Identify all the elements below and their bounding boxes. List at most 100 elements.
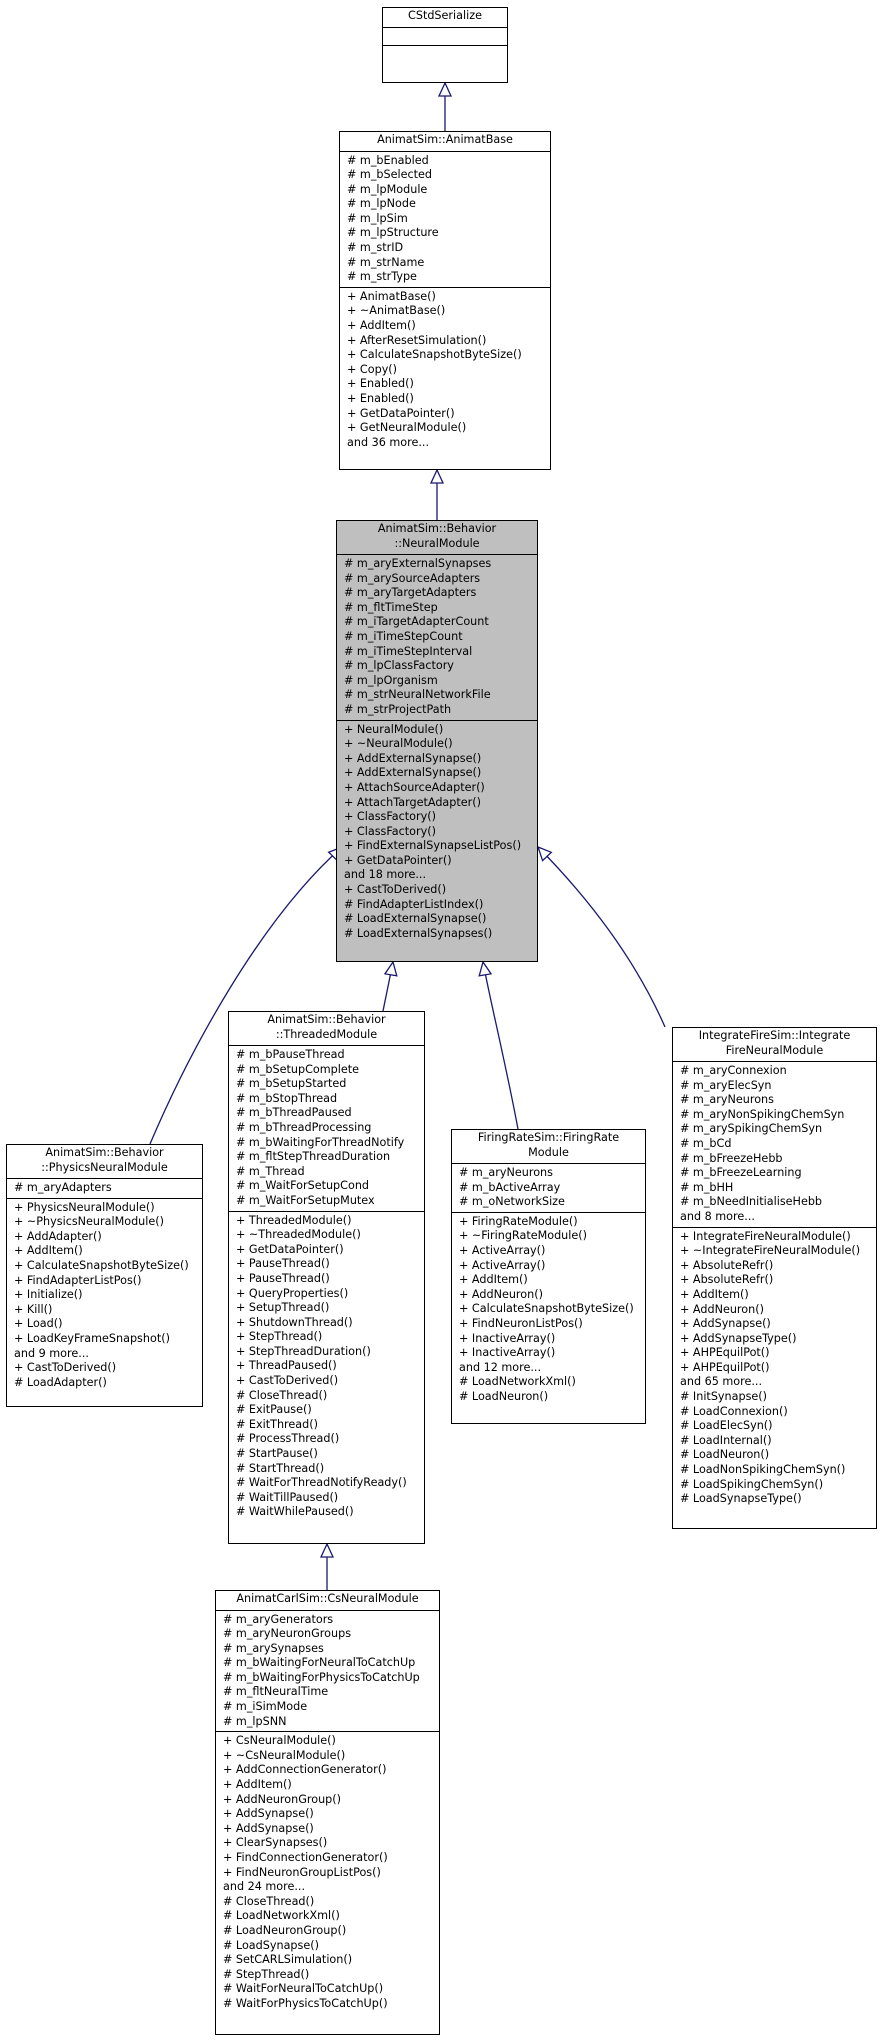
class-animatbase: AnimatSim::AnimatBase# m_bEnabled# m_bSe… (339, 131, 551, 470)
attribute-item: # m_aryNonSpikingChemSyn (680, 1107, 845, 1121)
class-title-line: AnimatSim::Behavior (267, 1013, 386, 1026)
method-item: and 65 more... (680, 1375, 763, 1389)
method-item: + FindNeuronGroupListPos() (223, 1865, 381, 1879)
method-item: # WaitTillPaused() (236, 1490, 339, 1504)
class-title: AnimatCarlSim::CsNeuralModule (216, 1591, 439, 1611)
attribute-item: # m_lpOrganism (344, 673, 438, 687)
class-title: AnimatSim::Behavior::NeuralModule (337, 521, 537, 555)
method-item: + AbsoluteRefr() (680, 1258, 774, 1272)
method-item: + FindConnectionGenerator() (223, 1851, 388, 1864)
method-item: + CastToDerived() (344, 883, 447, 897)
method-item: + CalculateSnapshotByteSize() (14, 1258, 189, 1272)
method-item: + AddNeuron() (459, 1287, 543, 1301)
method-item: + AddItem() (680, 1287, 749, 1301)
attribute-item: # m_WaitForSetupCond (236, 1179, 370, 1193)
method-item: # StartPause() (236, 1447, 318, 1461)
method-item: + ActiveArray() (459, 1243, 546, 1257)
attribute-item: # m_bStopThread (236, 1091, 338, 1105)
method-item: + AddConnectionGenerator() (223, 1763, 387, 1777)
method-item: + Kill() (14, 1302, 53, 1316)
method-item: + ~AnimatBase() (347, 304, 446, 318)
inheritance-arrowhead (437, 81, 453, 97)
class-title-line: AnimatCarlSim::CsNeuralModule (236, 1592, 419, 1605)
class-title-line: IntegrateFireSim::Integrate (698, 1029, 851, 1042)
class-title-line: AnimatSim::Behavior (45, 1146, 164, 1159)
method-item: + AbsoluteRefr() (680, 1273, 774, 1287)
method-item: # ProcessThread() (236, 1432, 340, 1446)
attribute-item: # m_bFreezeLearning (680, 1166, 802, 1180)
method-item: + CalculateSnapshotByteSize() (459, 1302, 634, 1316)
class-title-line: AnimatSim::Behavior (377, 522, 497, 535)
method-item: + Initialize() (14, 1288, 83, 1302)
method-item: + AddExternalSynapse() (344, 766, 482, 780)
attribute-item: # m_fltTimeStep (344, 600, 438, 614)
class-title-line: AnimatSim::AnimatBase (377, 133, 513, 146)
inheritance-arrowhead (429, 468, 445, 484)
method-item: # StepThread() (223, 1967, 310, 1981)
attributes-section: # m_bPauseThread# m_bSetupComplete# m_bS… (229, 1046, 424, 1211)
method-item: + ~PhysicsNeuralModule() (14, 1215, 164, 1229)
attribute-item: # m_strProjectPath (344, 702, 452, 716)
method-item: + NeuralModule() (344, 722, 444, 736)
attributes-section: # m_aryNeurons# m_bActiveArray# m_oNetwo… (452, 1164, 645, 1212)
attribute-item: # m_lpNode (347, 197, 416, 211)
attribute-item: # m_iSimMode (223, 1700, 308, 1714)
method-item: # SetCARLSimulation() (223, 1953, 353, 1967)
attribute-item: # m_bSetupComplete (236, 1062, 360, 1076)
attribute-item: # m_bThreadProcessing (236, 1120, 372, 1134)
class-neuralmodule: AnimatSim::Behavior::NeuralModule# m_ary… (336, 520, 538, 962)
method-item: + QueryProperties() (236, 1286, 349, 1300)
method-item: + AddItem() (223, 1778, 292, 1792)
method-item: + AddNeuronGroup() (223, 1792, 342, 1806)
attribute-item: # m_arySpikingChemSyn (680, 1122, 823, 1136)
inheritance-arrowhead (478, 960, 493, 977)
attribute-item: # m_aryGenerators (223, 1612, 334, 1626)
class-cstdserialize: CStdSerialize (382, 7, 508, 83)
methods-section: + PhysicsNeuralModule()+ ~PhysicsNeuralM… (7, 1197, 202, 1393)
method-item: # StartThread() (236, 1461, 325, 1475)
methods-section: + IntegrateFireNeuralModule()+ ~Integrat… (673, 1226, 876, 1509)
method-item: + ~CsNeuralModule() (223, 1748, 346, 1762)
method-item: + FindAdapterListPos() (14, 1273, 142, 1287)
method-item: + FindExternalSynapseListPos() (344, 839, 522, 853)
method-item: # ExitThread() (236, 1417, 318, 1431)
method-item: # LoadNonSpikingChemSyn() (680, 1463, 846, 1477)
class-title: AnimatSim::Behavior::PhysicsNeuralModule (7, 1145, 202, 1179)
attributes-section (383, 28, 507, 45)
method-item: # LoadExternalSynapse() (344, 912, 487, 926)
method-item: # WaitForNeuralToCatchUp() (223, 1982, 384, 1996)
attribute-item: # m_bHH (680, 1180, 734, 1194)
method-item: # LoadAdapter() (14, 1375, 107, 1389)
methods-section: + CsNeuralModule()+ ~CsNeuralModule()+ A… (216, 1731, 439, 2013)
method-item: + AddItem() (459, 1273, 528, 1287)
attribute-item: # m_strType (347, 270, 417, 284)
class-title: AnimatSim::Behavior::ThreadedModule (229, 1012, 424, 1046)
method-item: + FindNeuronListPos() (459, 1316, 583, 1330)
class-physicsneuralmodule: AnimatSim::Behavior::PhysicsNeuralModule… (6, 1144, 203, 1407)
attribute-item: # m_iTimeStepCount (344, 629, 463, 643)
method-item: + Enabled() (347, 392, 414, 405)
attribute-item: # m_bActiveArray (459, 1180, 561, 1194)
method-item: and 24 more... (223, 1880, 306, 1894)
method-item: + AddSynapse() (680, 1317, 771, 1331)
method-item: # CloseThread() (223, 1894, 315, 1908)
method-item: and 12 more... (459, 1360, 542, 1374)
method-item: + PhysicsNeuralModule() (14, 1200, 155, 1214)
attribute-item: # m_aryConnexion (680, 1064, 787, 1077)
attribute-item: # m_lpSNN (223, 1714, 287, 1728)
method-item: # LoadNeuron() (459, 1389, 549, 1403)
method-item: + AddExternalSynapse() (344, 751, 482, 765)
attribute-item: # m_arySourceAdapters (344, 571, 481, 585)
edge-line (149, 846, 343, 1145)
method-item: # LoadExternalSynapses() (344, 926, 493, 940)
edge-threaded-to-neuralmodule (382, 960, 398, 1012)
attribute-item: # m_bThreadPaused (236, 1106, 352, 1120)
attribute-item: # m_strNeuralNetworkFile (344, 688, 491, 702)
method-item: + AddItem() (14, 1244, 83, 1258)
method-item: + StepThreadDuration() (236, 1344, 371, 1358)
attribute-item: # m_aryAdapters (14, 1181, 112, 1194)
method-item: + AttachSourceAdapter() (344, 780, 485, 794)
